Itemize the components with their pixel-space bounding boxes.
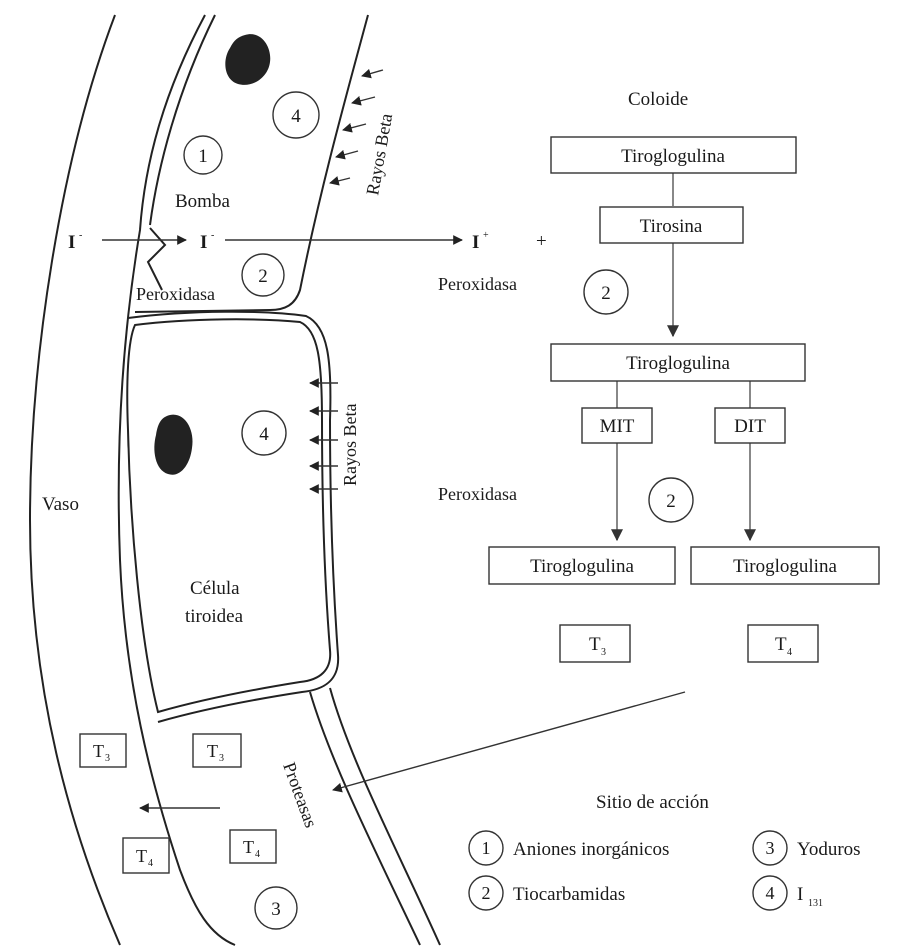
box-t4-vessel-label: T	[136, 846, 147, 866]
thyroid-cell-nucleus	[154, 415, 192, 475]
site-circle-3-bottom: 3	[255, 887, 297, 929]
beta-ray-arrow	[352, 97, 375, 103]
site-circle-1-number: 1	[198, 146, 208, 167]
legend: Sitio de acción 1 Aniones inorgánicos 2 …	[469, 792, 861, 910]
box-t3-cell-sub: 3	[219, 753, 224, 764]
legend-item-2: 2 Tiocarbamidas	[469, 876, 625, 910]
legend-item-2-label: Tiocarbamidas	[513, 884, 625, 905]
legend-item-1-number: 1	[482, 838, 491, 858]
site-circle-2-cell-number: 2	[258, 266, 268, 287]
box-t3-colloid-label: T	[589, 634, 601, 655]
vessel-outer-wall	[30, 15, 120, 945]
box-t4-vessel-sub: 4	[148, 858, 153, 869]
thyroid-cell-outline	[127, 319, 330, 712]
legend-item-4-number: 4	[766, 883, 775, 903]
site-circle-4-top-number: 4	[291, 106, 301, 127]
legend-item-4-sub: 131	[808, 898, 823, 909]
rayos-beta-top-label: Rayos Beta	[362, 112, 396, 197]
box-tiroglogulina-mid-label: Tiroglogulina	[626, 353, 730, 374]
proteasas-label: Proteasas	[279, 760, 321, 831]
box-t4-cell-label: T	[243, 837, 254, 857]
iodide-left-charge: -	[79, 230, 82, 241]
legend-item-2-number: 2	[482, 883, 491, 903]
site-circle-4-mid: 4	[242, 411, 286, 455]
coloide-label: Coloide	[628, 89, 688, 110]
site-circle-2-colloid-lower-number: 2	[666, 491, 676, 512]
legend-title: Sitio de acción	[596, 792, 709, 813]
thyroid-cell-outline-inner	[128, 312, 338, 722]
iodide-left: I	[68, 232, 75, 253]
site-circle-4-mid-number: 4	[259, 424, 269, 445]
lower-cell-wall	[310, 692, 420, 945]
box-t4-colloid-label: T	[775, 634, 787, 655]
beta-ray-arrow	[362, 70, 383, 76]
box-t3-vessel-label: T	[93, 741, 104, 761]
box-t3-cell-label: T	[207, 741, 218, 761]
box-tiroglogulina-left-label: Tiroglogulina	[530, 556, 634, 577]
iodine-right-charge: +	[483, 230, 489, 241]
site-circle-4-top: 4	[273, 92, 319, 138]
rayos-beta-mid-label: Rayos Beta	[340, 404, 360, 487]
beta-ray-arrow	[343, 124, 366, 130]
plus-sign: +	[536, 231, 547, 252]
box-t3-colloid-sub: 3	[601, 647, 606, 658]
box-mit-label: MIT	[600, 416, 635, 437]
site-circle-2-colloid-lower: 2	[649, 478, 693, 522]
beta-ray-arrow	[330, 178, 350, 183]
arrow-colloid-to-proteases	[333, 692, 685, 790]
vaso-label: Vaso	[42, 494, 79, 515]
site-circle-2-colloid-upper: 2	[584, 270, 628, 314]
peroxidasa-lower-label: Peroxidasa	[438, 484, 517, 504]
peroxidasa-cell-label: Peroxidasa	[136, 284, 215, 304]
box-t3-vessel-sub: 3	[105, 753, 110, 764]
box-t4-cell-sub: 4	[255, 849, 260, 860]
site-circle-2-colloid-upper-number: 2	[601, 283, 611, 304]
beta-ray-arrow	[336, 151, 358, 157]
celula-label-line1: Célula	[190, 578, 240, 599]
iodine-right: I	[472, 232, 479, 253]
lower-cell-wall-2	[330, 688, 440, 945]
box-dit-label: DIT	[734, 416, 766, 437]
legend-item-4: 4 I 131	[753, 876, 823, 910]
iodide-mid: I	[200, 232, 207, 253]
legend-item-3: 3 Yoduros	[753, 831, 861, 865]
celula-label-line2: tiroidea	[185, 606, 244, 627]
iodide-mid-charge: -	[211, 230, 214, 241]
upper-cell-nucleus	[225, 34, 270, 85]
site-circle-2-cell: 2	[242, 254, 284, 296]
legend-item-3-number: 3	[766, 838, 775, 858]
legend-item-4-label: I	[797, 884, 803, 905]
pump-channel	[148, 228, 165, 290]
box-tiroglogulina-right-label: Tiroglogulina	[733, 556, 837, 577]
box-t4-colloid-sub: 4	[787, 647, 792, 658]
peroxidasa-upper-label: Peroxidasa	[438, 274, 517, 294]
legend-item-3-label: Yoduros	[797, 839, 861, 860]
box-tirosina-label: Tirosina	[640, 216, 703, 237]
legend-item-1-label: Aniones inorgánicos	[513, 839, 669, 860]
legend-item-1: 1 Aniones inorgánicos	[469, 831, 669, 865]
box-tiroglogulina-top-label: Tiroglogulina	[621, 146, 725, 167]
site-circle-1: 1	[184, 136, 222, 174]
site-circle-3-bottom-number: 3	[271, 899, 281, 920]
bomba-label: Bomba	[175, 191, 230, 212]
